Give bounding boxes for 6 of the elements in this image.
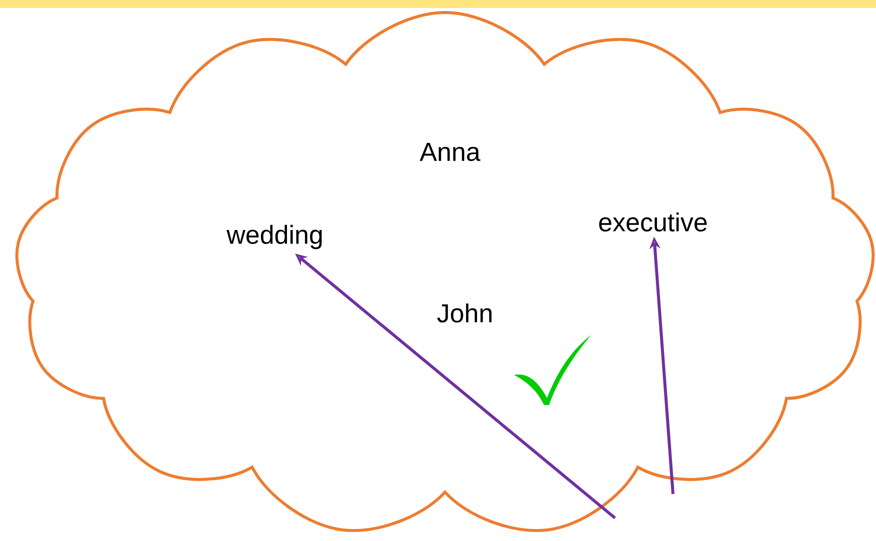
check-mark: [514, 335, 591, 405]
word: John: [437, 303, 492, 323]
word: Anna: [420, 142, 480, 162]
cloud-shape: [15, 11, 875, 532]
word: executive: [599, 212, 707, 232]
word: wedding: [226, 224, 322, 250]
